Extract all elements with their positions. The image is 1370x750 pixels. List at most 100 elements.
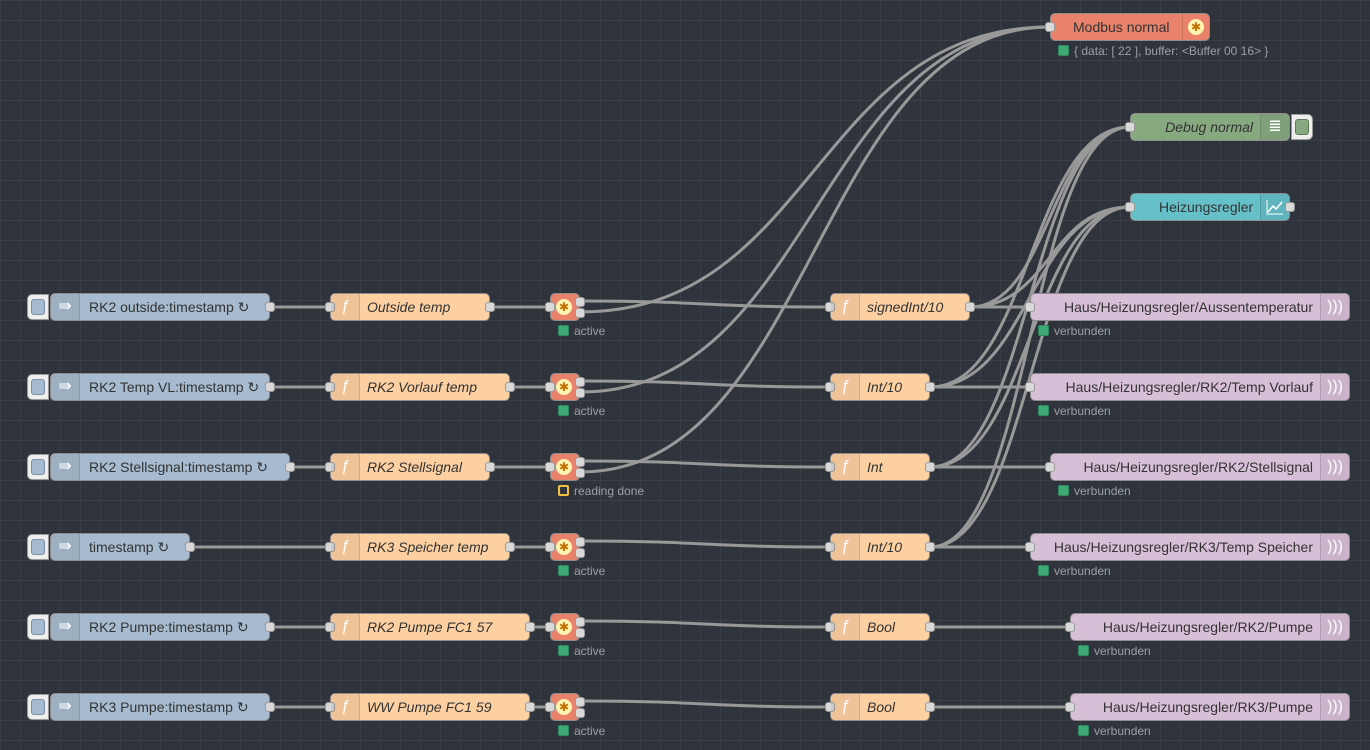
conversion-function-node[interactable]: ƒ signedInt/10 [825,293,975,321]
output-port-2[interactable] [575,308,585,318]
mqtt-out-node[interactable]: Haus/Heizungsregler/RK2/Temp Vorlauf ))) [1025,373,1350,401]
output-port-1[interactable] [575,297,585,307]
input-port[interactable] [545,702,555,712]
modbus-flex-getter-node[interactable]: ✱ [545,613,585,641]
wire[interactable] [579,459,831,469]
wire[interactable] [579,25,1051,474]
output-port[interactable] [925,382,935,392]
modbus-flex-getter-node[interactable]: ✱ [545,693,585,721]
wire[interactable] [579,299,831,309]
conversion-function-node[interactable]: ƒ Bool [825,693,935,721]
input-port[interactable] [825,462,835,472]
wire[interactable] [969,125,1131,309]
mqtt-out-node[interactable]: Haus/Heizungsregler/Aussentemperatur ))) [1025,293,1350,321]
input-port[interactable] [1065,622,1075,632]
function-node[interactable]: ƒ RK2 Vorlauf temp [325,373,515,401]
input-port[interactable] [545,622,555,632]
output-port[interactable] [285,462,295,472]
wire[interactable] [929,125,1131,389]
mqtt-out-node[interactable]: Haus/Heizungsregler/RK2/Stellsignal ))) [1045,453,1350,481]
output-port[interactable] [525,702,535,712]
modbus-flex-getter-node[interactable]: ✱ [545,373,585,401]
mqtt-out-node[interactable]: Haus/Heizungsregler/RK3/Pumpe ))) [1065,693,1350,721]
output-port[interactable] [505,542,515,552]
input-port[interactable] [1045,22,1055,32]
inject-trigger-button[interactable] [27,294,49,320]
input-port[interactable] [825,382,835,392]
input-port[interactable] [325,382,335,392]
output-port[interactable] [965,302,975,312]
input-port[interactable] [325,462,335,472]
mqtt-out-node[interactable]: Haus/Heizungsregler/RK2/Pumpe ))) [1065,613,1350,641]
conversion-function-node[interactable]: ƒ Int [825,453,935,481]
output-port[interactable] [265,302,275,312]
output-port[interactable] [925,542,935,552]
modbus-flex-getter-node[interactable]: ✱ [545,533,585,561]
output-port[interactable] [485,302,495,312]
input-port[interactable] [325,622,335,632]
output-port-2[interactable] [575,468,585,478]
output-port-1[interactable] [575,537,585,547]
wire[interactable] [579,379,831,389]
input-port[interactable] [325,302,335,312]
output-port[interactable] [485,462,495,472]
mqtt-out-node[interactable]: Haus/Heizungsregler/RK3/Temp Speicher ))… [1025,533,1350,561]
function-node[interactable]: ƒ WW Pumpe FC1 59 [325,693,535,721]
inject-trigger-button[interactable] [27,614,49,640]
inject-node[interactable]: ⇛ timestamp ↻ [27,533,195,561]
output-port[interactable] [265,702,275,712]
inject-trigger-button[interactable] [27,454,49,480]
input-port[interactable] [1025,302,1035,312]
conversion-function-node[interactable]: ƒ Int/10 [825,373,935,401]
output-port[interactable] [1285,202,1295,212]
input-port[interactable] [825,542,835,552]
function-node[interactable]: ƒ RK2 Pumpe FC1 57 [325,613,535,641]
inject-trigger-button[interactable] [27,534,49,560]
output-port-2[interactable] [575,388,585,398]
wire[interactable] [579,619,831,629]
function-node[interactable]: ƒ RK3 Speicher temp [325,533,515,561]
wire[interactable] [579,25,1051,314]
output-port[interactable] [185,542,195,552]
wire[interactable] [929,125,1131,549]
output-port[interactable] [925,702,935,712]
output-port[interactable] [525,622,535,632]
wire[interactable] [579,699,831,709]
modbus-flex-getter-node[interactable]: ✱ [545,453,585,481]
inject-node[interactable]: ⇛ RK3 Pumpe:timestamp ↻ [27,693,275,721]
input-port[interactable] [1025,542,1035,552]
input-port[interactable] [1025,382,1035,392]
inject-trigger-button[interactable] [27,694,49,720]
output-port-1[interactable] [575,617,585,627]
heizungsregler-chart-node[interactable]: Heizungsregler [1125,193,1295,221]
input-port[interactable] [545,302,555,312]
output-port-2[interactable] [575,548,585,558]
output-port-1[interactable] [575,377,585,387]
output-port[interactable] [925,462,935,472]
input-port[interactable] [825,622,835,632]
output-port-1[interactable] [575,457,585,467]
wire[interactable] [579,25,1051,394]
inject-node[interactable]: ⇛ RK2 Pumpe:timestamp ↻ [27,613,275,641]
wire[interactable] [579,539,831,549]
output-port[interactable] [265,622,275,632]
output-port[interactable] [265,382,275,392]
input-port[interactable] [1065,702,1075,712]
debug-toggle-button[interactable] [1291,114,1313,140]
modbus-normal-node[interactable]: Modbus normal ✱ [1045,13,1210,41]
inject-node[interactable]: ⇛ RK2 Stellsignal:timestamp ↻ [27,453,295,481]
input-port[interactable] [545,462,555,472]
conversion-function-node[interactable]: ƒ Int/10 [825,533,935,561]
conversion-function-node[interactable]: ƒ Bool [825,613,935,641]
inject-node[interactable]: ⇛ RK2 outside:timestamp ↻ [27,293,275,321]
input-port[interactable] [545,542,555,552]
inject-trigger-button[interactable] [27,374,49,400]
input-port[interactable] [825,702,835,712]
input-port[interactable] [325,542,335,552]
input-port[interactable] [325,702,335,712]
output-port-2[interactable] [575,628,585,638]
function-node[interactable]: ƒ Outside temp [325,293,495,321]
output-port-2[interactable] [575,708,585,718]
input-port[interactable] [825,302,835,312]
inject-node[interactable]: ⇛ RK2 Temp VL:timestamp ↻ [27,373,275,401]
